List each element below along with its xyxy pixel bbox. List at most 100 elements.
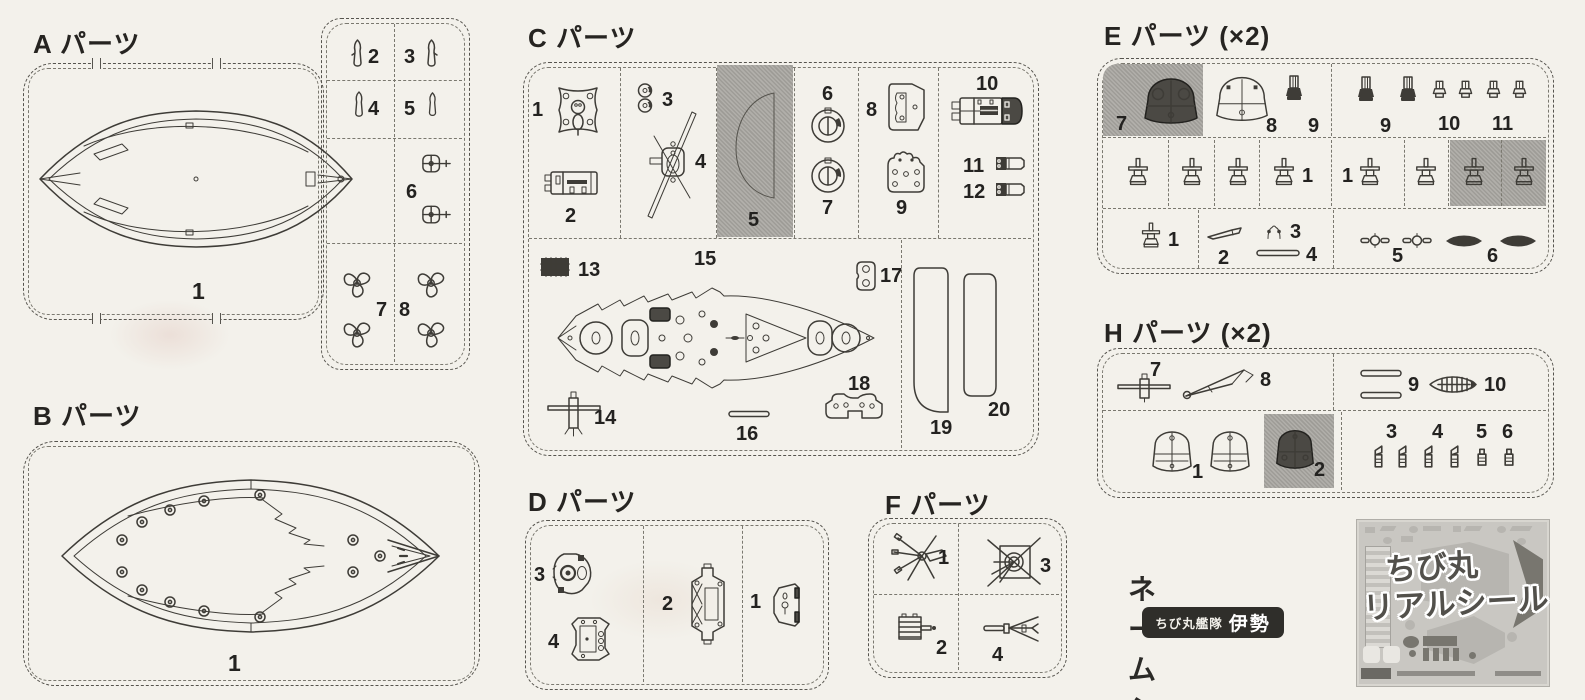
cell-divider [327,243,462,244]
part-number: 7 [1150,359,1162,381]
part-number: 8 [866,99,878,121]
sticker-shape [1401,536,1413,542]
platform-part-icon [898,613,936,640]
part-number: 5 [1476,421,1488,443]
grating-part-icon [540,257,570,277]
badge-fleet-text: ちび丸艦隊 [1155,617,1223,631]
sticker-shape [1507,632,1517,642]
sprue-frame-a-small [321,18,470,370]
cell-divider [643,526,644,682]
section-a-title: A パーツ [33,29,141,59]
part-number: 4 [695,151,707,173]
cell-divider [620,68,621,238]
part-number: 9 [1408,374,1420,396]
boat-part-icon [1500,235,1536,247]
cell-divider [529,238,1031,239]
aa-gun-part-icon [1514,157,1534,186]
turret-part-icon [1276,430,1314,469]
part-number: 1 [1342,165,1354,187]
sticker-shape [1423,648,1429,661]
sticker-shape [1409,526,1418,533]
sticker-ladder-strip [1365,546,1391,648]
turret-part-icon [1144,78,1198,124]
strip-part-icon [1256,249,1300,257]
part-number: 8 [1260,369,1272,391]
gun-part-icon [1512,80,1527,98]
paravane-part-icon [422,154,451,173]
float-part-icon [427,39,438,67]
name-seal-title: ネームシール [1128,574,1159,700]
sprue-gate-mark [92,313,101,324]
part-number: 20 [988,399,1011,421]
part-number: 3 [662,89,674,111]
part-number: 8 [1266,115,1278,137]
part-number: 1 [1168,229,1180,251]
sticker-shape [1423,526,1441,531]
hull-side-panel-icon [963,273,997,397]
part-number: 2 [1218,247,1230,269]
sticker-shape [1453,526,1461,532]
strip-part-icon [728,410,770,418]
part-number: 4 [992,644,1004,666]
sprue-gate-mark [212,313,221,324]
part-number: 9 [896,197,908,219]
section-d-title: D パーツ [528,487,637,517]
cell-divider [1331,64,1332,136]
part-number: 7 [822,197,834,219]
part-number: 11 [1492,113,1514,135]
aa-gun-part-icon [1128,157,1148,186]
sticker-shape [1409,650,1416,657]
sprue-frame-e [1097,58,1554,274]
turret-part-icon [1210,431,1250,472]
sticker-shape [1509,526,1533,531]
sticker-shape [1423,636,1457,646]
cell-divider [901,240,902,448]
part-number: 14 [594,407,617,429]
boat-part-icon [1429,376,1477,393]
sticker-logo-mark [1361,668,1391,679]
gun-part-icon [1486,80,1501,98]
catapult-part-icon [647,111,697,219]
sticker-shape [1463,526,1483,531]
cell-divider [1103,410,1546,411]
part-number: 8 [399,299,411,321]
winch-part-icon [996,183,1025,196]
part-number: 2 [662,593,674,615]
sticker-shape [1363,646,1380,663]
bracket-plate-part-icon [888,83,925,131]
gun-part-icon [1400,76,1416,101]
vent-part-icon [1450,445,1459,468]
sticker-deck-shape [1421,542,1509,608]
aa-gun-part-icon [1464,157,1484,186]
cell-divider [1168,140,1169,206]
boom-part-icon [1207,227,1242,240]
hull-top-part-icon [39,110,353,248]
strip-part-icon [1360,369,1402,377]
section-f-title: F パーツ [885,490,991,520]
crane-part-icon [1182,369,1254,400]
funnel-part-icon [735,92,775,199]
searchlight-part-icon [811,107,845,143]
section-e-title: E パーツ (×2) [1104,21,1271,51]
hull-bottom-part-icon [61,479,440,633]
sprue-frame-a-hull [23,63,324,320]
part-number: 10 [1484,374,1507,396]
machinery-part-icon [951,97,1023,125]
part-number: 13 [578,259,601,281]
section-h-title: H パーツ (×2) [1104,318,1272,348]
mast-top-part-icon [987,537,1041,587]
winch-part-icon [996,157,1025,170]
turret-part-icon [1216,76,1268,121]
part-number: 6 [406,181,418,203]
superstructure-part-icon [691,563,725,645]
shaded-cell [717,65,793,237]
mount-plate-part-icon [887,151,925,193]
sticker-shape [1453,648,1459,661]
aa-gun-part-icon [1416,157,1436,186]
part-number: 4 [1432,421,1444,443]
cell-divider [742,526,743,682]
sprue-frame-f [868,518,1067,678]
aa-gun-part-icon [1360,157,1380,186]
sticker-shape [1403,636,1419,648]
float-part-icon [428,92,437,117]
